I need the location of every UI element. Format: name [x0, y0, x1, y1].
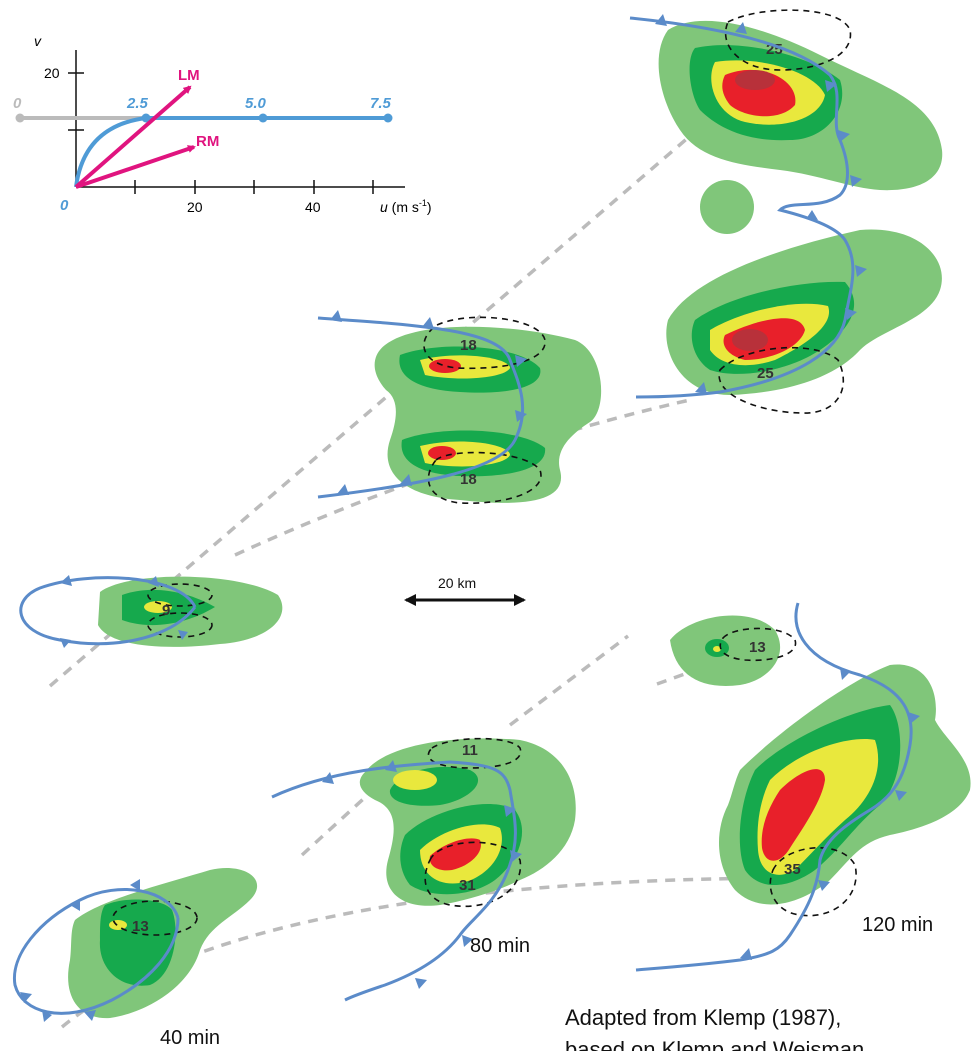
- hodograph: v 20 20 40 u (m s-1) 0 2.5 5.0 7.5 0 LM …: [13, 33, 432, 215]
- shear-label-origin: 0: [60, 197, 69, 214]
- gust-front: [317, 316, 525, 499]
- lm-vector-arrow: [74, 85, 192, 189]
- hodo-u-tick: 20: [187, 199, 203, 215]
- cell-t80-split: 18 18: [374, 316, 602, 504]
- shear-label-50: 5.0: [245, 95, 267, 112]
- cell-t120-split: 25 25: [658, 9, 943, 414]
- shear-label-75: 7.5: [370, 95, 392, 112]
- rm-vector-arrow: [75, 145, 196, 189]
- time-label-80: 80 min: [470, 935, 530, 957]
- updraft-label: 9: [162, 602, 170, 619]
- updraft-label: 11: [462, 742, 478, 759]
- shear-label-0: 0: [13, 95, 22, 112]
- gust-front: [635, 602, 913, 972]
- scale-bar: 20 km: [404, 575, 526, 606]
- updraft-label: 25: [757, 365, 774, 382]
- shear-label-25: 2.5: [126, 95, 149, 112]
- gust-front: [19, 576, 197, 646]
- updraft-label: 18: [460, 471, 477, 488]
- gust-front: [12, 888, 180, 1015]
- updraft-label: 13: [749, 639, 766, 656]
- rm-label: RM: [196, 133, 219, 150]
- updraft-label: 18: [460, 337, 477, 354]
- hodo-v-tick: 20: [44, 65, 60, 81]
- updraft-label: 31: [459, 877, 476, 894]
- updraft-label: 35: [784, 861, 801, 878]
- time-label-120: 120 min: [862, 914, 933, 936]
- gust-front: [629, 16, 855, 399]
- credit-line-2: based on Klemp and Weisman: [565, 1037, 864, 1051]
- updraft-label: 13: [132, 918, 149, 935]
- hodo-v-label: v: [34, 33, 42, 49]
- time-label-40: 40 min: [160, 1027, 220, 1049]
- hodo-u-tick: 40: [305, 199, 321, 215]
- cell-t120-lower: 13 35: [670, 615, 971, 917]
- gust-front-barbs: [20, 879, 140, 1022]
- scale-label: 20 km: [438, 575, 476, 591]
- lm-label: LM: [178, 67, 200, 84]
- cell-t40-lower: 13: [68, 868, 258, 1019]
- credit-line-1: Adapted from Klemp (1987),: [565, 1005, 841, 1030]
- hodo-curve: [74, 116, 388, 188]
- cell-t80-lower: 11 31: [359, 737, 576, 908]
- hodo-u-axis-label: u (m s-1): [380, 198, 432, 215]
